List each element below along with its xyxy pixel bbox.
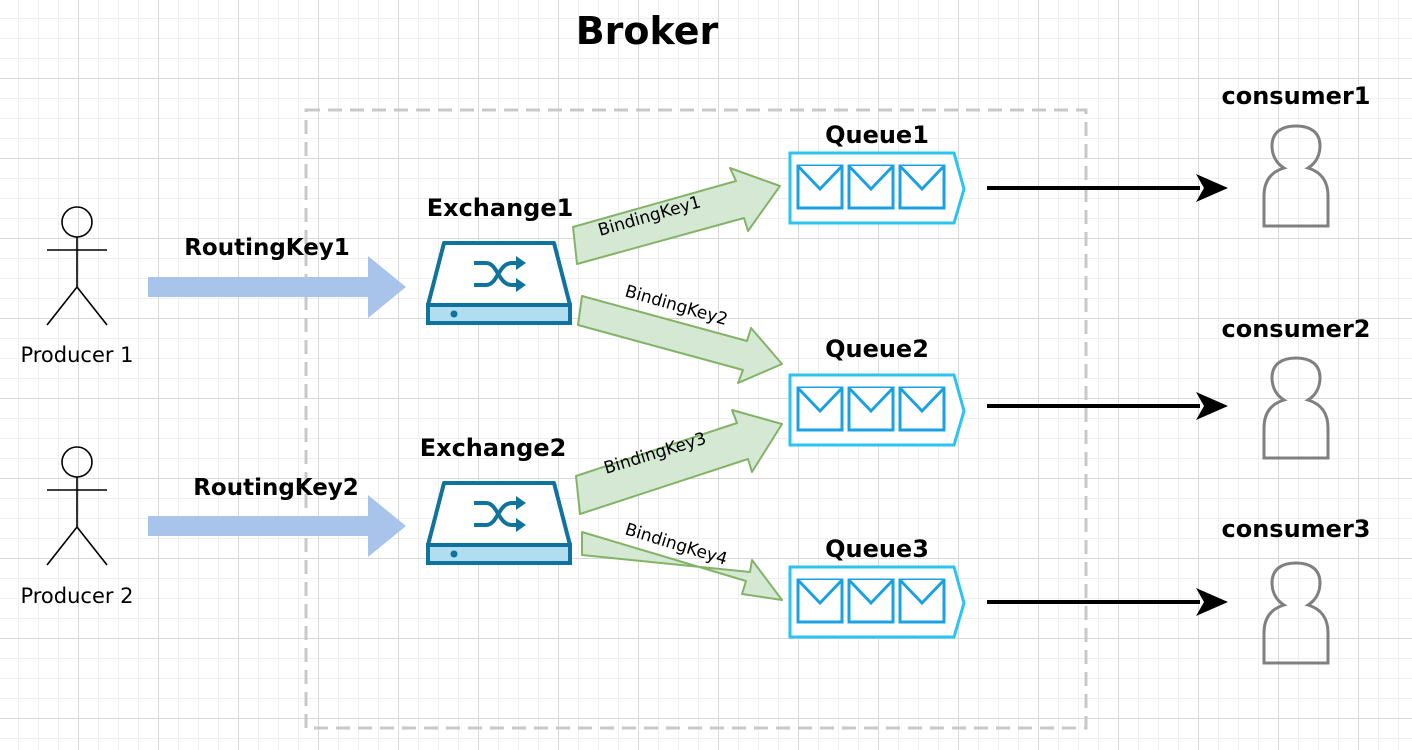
queue-3-label: Queue3	[825, 535, 929, 563]
routing-key-1-label: RoutingKey1	[184, 235, 350, 261]
exchange-1-label: Exchange1	[427, 194, 574, 222]
consumer-arrow-3[interactable]	[987, 588, 1228, 616]
consumer-3[interactable]: consumer3	[1222, 515, 1371, 665]
producer-1[interactable]: Producer 1	[20, 206, 134, 367]
queue-envelope-icon	[788, 151, 966, 225]
queue-2-label: Queue2	[825, 335, 929, 363]
binding-arrow-3[interactable]: BindingKey3	[575, 409, 783, 515]
exchange-2[interactable]: Exchange2	[420, 434, 572, 565]
consumer-2-label: consumer2	[1222, 315, 1371, 343]
stick-figure-icon	[46, 446, 108, 566]
consumer-1[interactable]: consumer1	[1222, 82, 1371, 228]
binding-arrow-4[interactable]: BindingKey4	[581, 520, 783, 601]
queue-1[interactable]: Queue1	[788, 121, 966, 225]
queue-1-label: Queue1	[825, 121, 929, 149]
consumer-arrow-1[interactable]	[987, 174, 1228, 202]
queue-envelope-icon	[788, 373, 966, 447]
exchange-1[interactable]: Exchange1	[426, 194, 574, 325]
consumer-1-label: consumer1	[1222, 82, 1371, 110]
exchange-2-label: Exchange2	[420, 434, 567, 462]
routing-arrow-1[interactable]: RoutingKey1	[148, 235, 406, 318]
routing-arrow-2[interactable]: RoutingKey2	[148, 475, 406, 557]
consumer-2[interactable]: consumer2	[1222, 315, 1371, 460]
broker-boundary	[304, 108, 1088, 730]
user-icon	[1262, 561, 1330, 665]
exchange-shuffle-icon	[426, 241, 572, 325]
broker-title: Broker	[576, 9, 719, 53]
binding-arrow-2[interactable]: BindingKey2	[577, 282, 783, 384]
queue-envelope-icon	[788, 565, 966, 639]
queue-3[interactable]: Queue3	[788, 535, 966, 639]
producer-2-label: Producer 2	[20, 584, 133, 608]
user-icon	[1262, 356, 1330, 460]
producer-2[interactable]: Producer 2	[20, 446, 134, 608]
producer-1-label: Producer 1	[20, 343, 133, 367]
binding-arrow-1[interactable]: BindingKey1	[572, 167, 781, 265]
queue-2[interactable]: Queue2	[788, 335, 966, 447]
consumer-3-label: consumer3	[1222, 515, 1371, 543]
stick-figure-icon	[46, 206, 108, 326]
user-icon	[1262, 124, 1330, 228]
routing-key-2-label: RoutingKey2	[193, 475, 359, 501]
exchange-shuffle-icon	[426, 481, 572, 565]
consumer-arrow-2[interactable]	[987, 392, 1228, 420]
